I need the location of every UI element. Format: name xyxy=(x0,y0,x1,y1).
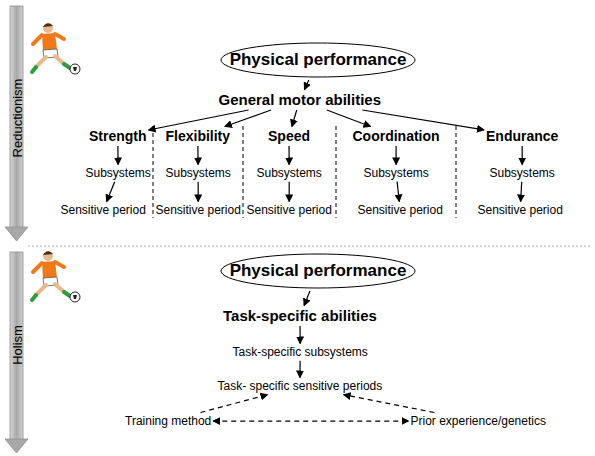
connector-arrow xyxy=(522,146,523,165)
node-text: Subsystems xyxy=(364,166,429,180)
connector-arrow xyxy=(299,326,300,344)
ability-name: Strength xyxy=(89,129,147,144)
axis-label: Reductionism xyxy=(9,79,24,158)
connector-arrow xyxy=(299,361,300,378)
subsystem-text: Subsystems xyxy=(86,167,151,180)
ability-name: Flexibility xyxy=(166,129,231,144)
node-text: Subsystems xyxy=(86,166,151,180)
factor-text: Training method xyxy=(125,415,211,428)
node-text: Physical performance xyxy=(230,51,407,70)
dashed-arrow xyxy=(344,395,435,413)
factor-text: Prior experience/genetics xyxy=(411,415,546,428)
dashed-arrow xyxy=(213,420,408,421)
connector-arrow xyxy=(149,110,249,130)
ability-name: Coordination xyxy=(353,129,440,144)
connector-arrow xyxy=(304,80,308,90)
node-text: Training method xyxy=(125,414,211,428)
node-text: Task- specific sensitive periods xyxy=(218,379,383,393)
node-text: Task-specific subsystems xyxy=(233,345,368,359)
node-text: Endurance xyxy=(486,128,558,144)
ability-heading: Task-specific abilities xyxy=(223,308,377,325)
node-text: General motor abilities xyxy=(219,91,382,108)
football-player xyxy=(32,251,80,302)
ellipse-node: Physical performance xyxy=(220,42,416,78)
node-text: Subsystems xyxy=(257,166,322,180)
connector-arrow xyxy=(521,182,522,202)
period-text: Task- specific sensitive periods xyxy=(218,380,383,393)
connector-arrow xyxy=(362,110,484,130)
connector-arrow xyxy=(292,110,297,127)
connector-arrow xyxy=(304,291,310,306)
ability-heading: General motor abilities xyxy=(219,92,382,109)
ellipse-node: Physical performance xyxy=(220,253,416,289)
node-text: Subsystems xyxy=(166,166,231,180)
period-text: Sensitive period xyxy=(358,204,443,217)
subsystem-text: Subsystems xyxy=(257,167,322,180)
node-text: Sensitive period xyxy=(61,203,146,217)
subsystem-text: Subsystems xyxy=(490,167,555,180)
node-text: Physical performance xyxy=(230,262,407,281)
connector-arrow xyxy=(197,146,198,165)
connector-arrow xyxy=(327,110,371,127)
holism-arrow xyxy=(5,252,28,453)
axis-label: Holism xyxy=(9,325,24,365)
connector-arrow xyxy=(107,182,115,202)
dashed-arrow xyxy=(200,395,267,413)
period-text: Sensitive period xyxy=(61,204,146,217)
node-text: Task-specific abilities xyxy=(223,307,377,324)
node-text: Sensitive period xyxy=(358,203,443,217)
subsystem-text: Subsystems xyxy=(166,167,231,180)
node-text: Prior experience/genetics xyxy=(411,414,546,428)
ability-name: Endurance xyxy=(486,129,558,144)
node-text: Sensitive period xyxy=(478,203,563,217)
node-text: Coordination xyxy=(353,128,440,144)
period-text: Sensitive period xyxy=(478,204,563,217)
subsystem-text: Subsystems xyxy=(364,167,429,180)
section-divider xyxy=(28,246,592,247)
connector-arrow xyxy=(397,182,399,202)
connector-arrow xyxy=(117,146,118,165)
connector-arrow xyxy=(225,110,271,127)
connector-arrow xyxy=(198,182,199,202)
connector-arrow xyxy=(289,182,290,202)
period-text: Sensitive period xyxy=(247,204,332,217)
period-text: Sensitive period xyxy=(156,204,241,217)
node-text: Sensitive period xyxy=(156,203,241,217)
football-player xyxy=(32,23,80,74)
column-divider xyxy=(153,126,456,218)
node-text: Strength xyxy=(89,128,147,144)
reductionism-arrow xyxy=(5,6,28,241)
node-text: Sensitive period xyxy=(247,203,332,217)
subsystem-text: Task-specific subsystems xyxy=(233,346,368,359)
connector-arrow xyxy=(395,146,396,165)
node-text: Subsystems xyxy=(490,166,555,180)
connector-arrow xyxy=(288,146,289,165)
ability-name: Speed xyxy=(268,129,310,144)
node-text: Speed xyxy=(268,128,310,144)
node-text: Flexibility xyxy=(166,128,231,144)
